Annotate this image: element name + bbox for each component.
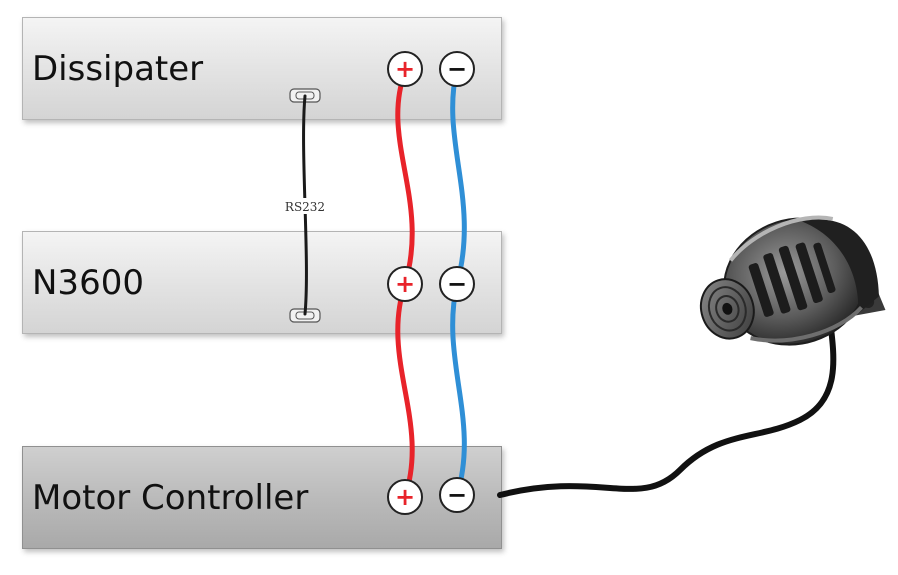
minus-terminal-icon (439, 477, 475, 513)
minus-terminal-icon (439, 266, 475, 302)
dissipater-negative-terminal: − (439, 51, 475, 87)
svg-text:−: − (447, 55, 467, 83)
negative-wire-lower (450, 281, 467, 498)
plus-terminal-icon (387, 479, 423, 515)
svg-text:+: + (395, 55, 415, 83)
plus-terminal-icon (387, 266, 423, 302)
motor-controller-box: Motor Controller (22, 446, 502, 549)
positive-wire-lower (395, 281, 415, 500)
n3600-label: N3600 (32, 262, 144, 303)
svg-text:−: − (447, 270, 467, 298)
negative-wire-upper (450, 66, 467, 287)
svg-text:−: − (447, 481, 467, 509)
controller-negative-terminal: − (439, 477, 475, 513)
dissipater-label: Dissipater (32, 48, 204, 89)
plus-terminal-icon (387, 51, 423, 87)
rs232-link: RS232 (282, 88, 328, 323)
rs232-label: RS232 (285, 200, 325, 214)
minus-terminal-icon (439, 51, 475, 87)
svg-text:+: + (395, 270, 415, 298)
positive-wire-upper (395, 69, 415, 287)
motor-controller-label: Motor Controller (32, 477, 309, 518)
dissipater-positive-terminal: + (387, 51, 423, 87)
alternator-motor-icon (699, 215, 886, 346)
controller-positive-terminal: + (387, 479, 423, 515)
svg-text:+: + (395, 483, 415, 511)
n3600-positive-terminal: + (387, 266, 423, 302)
motor-cable (497, 317, 837, 498)
n3600-negative-terminal: − (439, 266, 475, 302)
